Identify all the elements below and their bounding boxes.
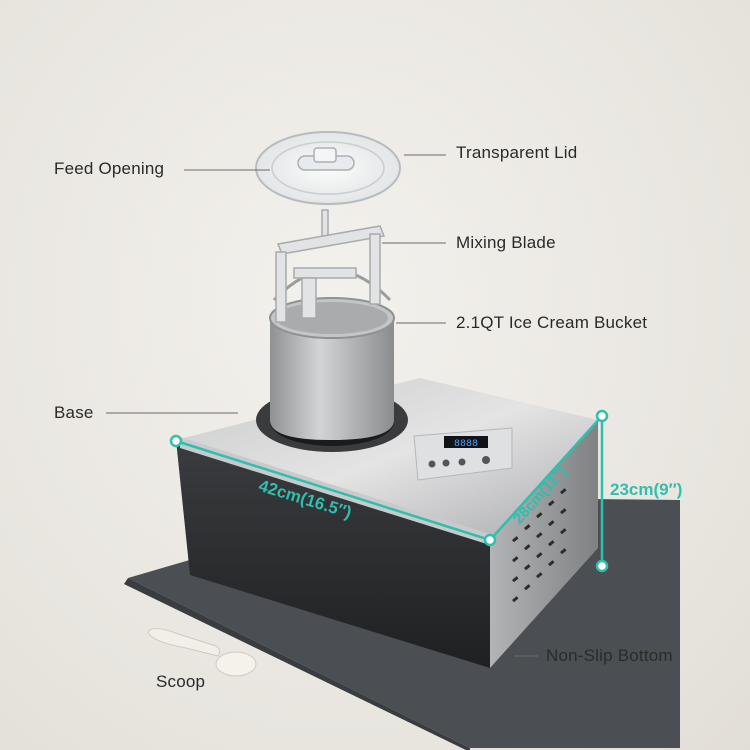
- mixing-blade-label: Mixing Blade: [456, 233, 556, 252]
- dimension-lines: [175, 415, 604, 566]
- control-button: [442, 459, 450, 467]
- scoop-label: Scoop: [156, 672, 206, 691]
- display-readout: 8888: [454, 439, 478, 450]
- control-button: [428, 460, 436, 468]
- side-vents: [511, 488, 567, 603]
- bucket: [270, 318, 394, 440]
- mixing-blade: [275, 209, 386, 323]
- callout-lines: [106, 154, 538, 657]
- control-button: [458, 458, 466, 466]
- ice-cream-bucket-label: 2.1QT Ice Cream Bucket: [456, 313, 648, 332]
- scoop: [147, 628, 257, 677]
- feed-opening-label: Feed Opening: [54, 159, 165, 178]
- height-dimension-label: 23cm(9″): [610, 480, 683, 499]
- base-side: [490, 420, 598, 668]
- base-front: [176, 440, 490, 668]
- mat-edge: [124, 578, 470, 750]
- control-button: [482, 456, 490, 464]
- transparent-lid-label: Transparent Lid: [456, 143, 578, 162]
- dimension-endpoints: [169, 409, 609, 573]
- base-label: Base: [54, 403, 94, 422]
- non-slip-bottom-label: Non-Slip Bottom: [546, 646, 673, 665]
